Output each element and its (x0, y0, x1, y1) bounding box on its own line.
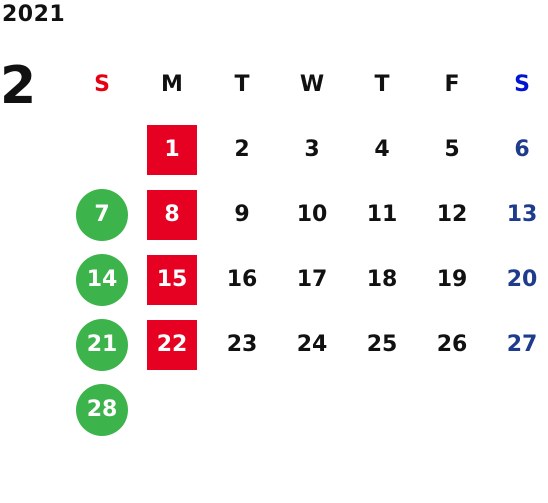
day-cell: 9 (234, 202, 250, 227)
day-cell: 15 (137, 247, 207, 312)
day-cell: 18 (366, 267, 398, 292)
day-cell: 11 (366, 202, 398, 227)
day-cell-sunday: 14 (67, 247, 137, 312)
day-cell: 17 (296, 267, 328, 292)
green-circle-icon: 14 (76, 253, 128, 306)
day-cell-empty (487, 377, 548, 442)
day-cell-empty (137, 377, 207, 442)
day-cell: 1 (137, 117, 207, 182)
day-cell: 3 (304, 137, 320, 162)
day-cell: 23 (226, 332, 258, 357)
day-cell: 22 (137, 312, 207, 377)
day-cell-saturday: 20 (506, 267, 538, 292)
red-square-icon: 1 (147, 124, 197, 175)
day-cell-saturday: 13 (506, 202, 538, 227)
day-cell: 5 (444, 137, 460, 162)
day-cell-sunday: 21 (67, 312, 137, 377)
day-cell: 4 (374, 137, 390, 162)
weekday-header-wed: W (299, 72, 325, 97)
day-cell: 26 (436, 332, 468, 357)
weekday-header-thu: T (374, 72, 390, 97)
day-cell: 10 (296, 202, 328, 227)
day-cell-empty (347, 377, 417, 442)
weekday-header-sat: S (514, 72, 530, 97)
red-square-icon: 22 (147, 319, 197, 370)
weekday-header-fri: F (444, 72, 460, 97)
green-circle-icon: 28 (76, 383, 128, 436)
red-square-icon: 8 (147, 189, 197, 240)
day-cell-empty (207, 377, 277, 442)
calendar-grid: S M T W T F S 1 2 3 4 5 6 7 8 9 10 11 12… (67, 52, 548, 442)
day-cell-saturday: 27 (506, 332, 538, 357)
day-cell-saturday: 6 (514, 137, 530, 162)
day-cell-sunday: 28 (67, 377, 137, 442)
green-circle-icon: 7 (76, 188, 128, 241)
day-cell-empty (67, 117, 137, 182)
day-cell: 16 (226, 267, 258, 292)
day-cell-empty (417, 377, 487, 442)
day-cell-empty (277, 377, 347, 442)
green-circle-icon: 21 (76, 318, 128, 371)
day-cell: 25 (366, 332, 398, 357)
day-cell-sunday: 7 (67, 182, 137, 247)
weekday-header-mon: M (161, 72, 183, 97)
red-square-icon: 15 (147, 254, 197, 305)
weekday-header-sun: S (94, 72, 110, 97)
day-cell: 19 (436, 267, 468, 292)
month-label: 2 (0, 56, 37, 116)
day-cell: 2 (234, 137, 250, 162)
day-cell: 24 (296, 332, 328, 357)
weekday-header-tue: T (234, 72, 250, 97)
day-cell: 8 (137, 182, 207, 247)
day-cell: 12 (436, 202, 468, 227)
year-label: 2021 (2, 2, 66, 27)
